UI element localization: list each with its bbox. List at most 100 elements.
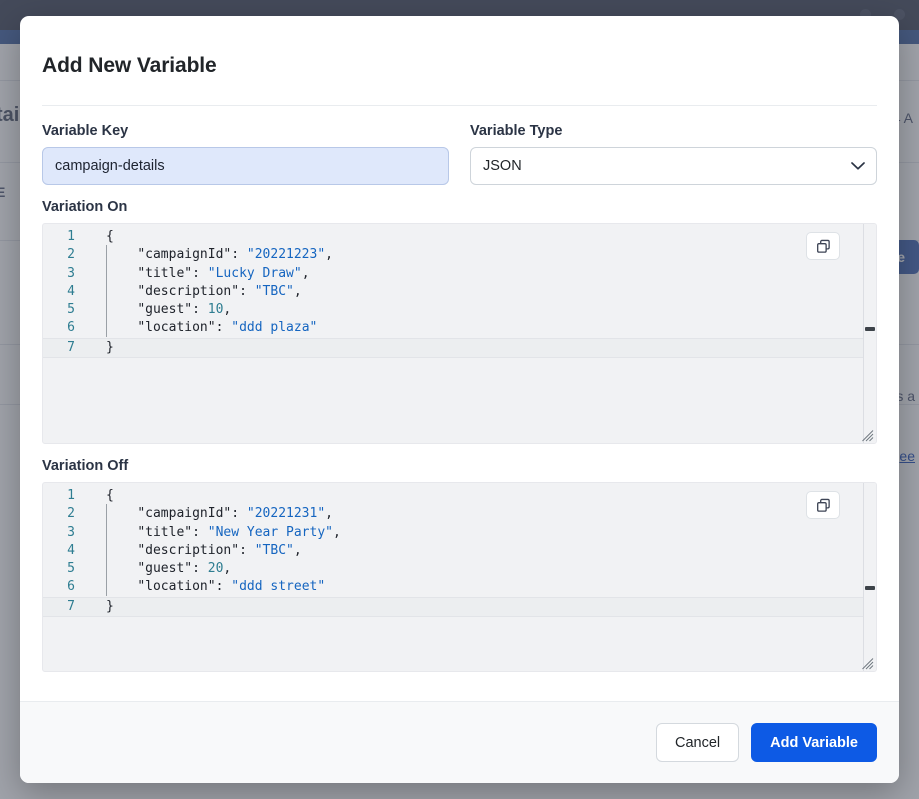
editor-resize-handle[interactable] [862, 657, 874, 669]
token-key: "guest" [137, 561, 192, 576]
copy-icon[interactable] [806, 491, 840, 519]
token-key: "guest" [137, 302, 192, 317]
variable-type-select[interactable] [470, 147, 877, 185]
variation-on-editor[interactable]: 1{2 "campaignId": "20221223",3 "title": … [42, 223, 877, 444]
token-num: 10 [208, 302, 224, 317]
code-text[interactable]: "campaignId": "20221223", [85, 246, 333, 264]
variation-on-code[interactable]: 1{2 "campaignId": "20221223",3 "title": … [43, 224, 876, 443]
code-text[interactable]: "location": "ddd street" [85, 578, 325, 596]
token-pun [106, 302, 137, 317]
token-pun: , [302, 266, 310, 281]
variable-key-input[interactable] [42, 147, 449, 185]
token-pun: : [216, 320, 232, 335]
token-key: "campaignId" [137, 247, 231, 262]
code-line[interactable]: 4 "description": "TBC", [43, 283, 876, 301]
code-text[interactable]: "description": "TBC", [85, 283, 302, 301]
code-line[interactable]: 3 "title": "New Year Party", [43, 524, 876, 542]
token-key: "description" [137, 284, 239, 299]
token-str: "20221231" [247, 506, 325, 521]
token-pun: , [223, 302, 231, 317]
line-number: 2 [43, 246, 85, 264]
token-key: "description" [137, 543, 239, 558]
form-row-top: Variable Key Variable Type [42, 123, 877, 185]
token-pun [106, 506, 137, 521]
code-text[interactable]: { [85, 228, 114, 246]
code-text[interactable]: "location": "ddd plaza" [85, 319, 317, 337]
editor-vertical-scrollbar[interactable] [863, 483, 876, 671]
code-line[interactable]: 3 "title": "Lucky Draw", [43, 265, 876, 283]
code-text[interactable]: "title": "New Year Party", [85, 524, 341, 542]
line-number: 6 [43, 578, 85, 596]
line-number: 1 [43, 487, 85, 505]
token-pun: } [106, 340, 114, 355]
token-pun: : [192, 302, 208, 317]
token-pun: } [106, 599, 114, 614]
variation-on-label: Variation On [42, 199, 877, 215]
token-pun: , [294, 284, 302, 299]
token-pun [106, 320, 137, 335]
editor-vertical-scrollbar[interactable] [863, 224, 876, 443]
code-line[interactable]: 7} [43, 338, 876, 358]
variation-off-code[interactable]: 1{2 "campaignId": "20221231",3 "title": … [43, 483, 876, 671]
token-pun: : [239, 543, 255, 558]
code-line[interactable]: 6 "location": "ddd plaza" [43, 319, 876, 337]
code-line[interactable]: 5 "guest": 20, [43, 560, 876, 578]
token-pun: { [106, 488, 114, 503]
token-pun: : [216, 579, 232, 594]
variable-type-select-wrap [470, 147, 877, 185]
token-pun: : [231, 506, 247, 521]
dialog-footer: Cancel Add Variable [20, 701, 899, 783]
code-line[interactable]: 7} [43, 597, 876, 617]
code-text[interactable]: "description": "TBC", [85, 542, 302, 560]
line-number: 4 [43, 542, 85, 560]
token-pun [106, 266, 137, 281]
token-str: "TBC" [255, 284, 294, 299]
variation-off-section: Variation Off 1{2 "campaignId": "2022123… [42, 458, 877, 672]
token-pun [106, 561, 137, 576]
token-str: "New Year Party" [208, 525, 333, 540]
copy-icon[interactable] [806, 232, 840, 260]
code-text[interactable]: "guest": 20, [85, 560, 231, 578]
code-text[interactable]: "title": "Lucky Draw", [85, 265, 310, 283]
cancel-button[interactable]: Cancel [656, 723, 739, 762]
code-line[interactable]: 5 "guest": 10, [43, 301, 876, 319]
token-str: "Lucky Draw" [208, 266, 302, 281]
token-num: 20 [208, 561, 224, 576]
token-key: "campaignId" [137, 506, 231, 521]
variation-on-section: Variation On 1{2 "campaignId": "20221223… [42, 199, 877, 444]
code-text[interactable]: } [85, 598, 114, 616]
variation-off-label: Variation Off [42, 458, 877, 474]
code-line[interactable]: 6 "location": "ddd street" [43, 578, 876, 596]
code-text[interactable]: } [85, 339, 114, 357]
line-number: 3 [43, 265, 85, 283]
add-variable-button[interactable]: Add Variable [751, 723, 877, 762]
code-line[interactable]: 4 "description": "TBC", [43, 542, 876, 560]
variable-type-field-group: Variable Type [470, 123, 877, 185]
editor-resize-handle[interactable] [862, 429, 874, 441]
token-str: "ddd street" [231, 579, 325, 594]
code-text[interactable]: "guest": 10, [85, 301, 231, 319]
code-line[interactable]: 2 "campaignId": "20221231", [43, 505, 876, 523]
token-pun [106, 284, 137, 299]
token-pun: , [294, 543, 302, 558]
variable-key-field-group: Variable Key [42, 123, 449, 185]
variation-off-editor[interactable]: 1{2 "campaignId": "20221231",3 "title": … [42, 482, 877, 672]
code-line[interactable]: 1{ [43, 228, 876, 246]
token-key: "location" [137, 320, 215, 335]
scrollbar-thumb[interactable] [865, 586, 875, 590]
title-divider [42, 105, 877, 106]
token-pun [106, 525, 137, 540]
line-number: 3 [43, 524, 85, 542]
line-number: 2 [43, 505, 85, 523]
code-line[interactable]: 2 "campaignId": "20221223", [43, 246, 876, 264]
token-key: "location" [137, 579, 215, 594]
add-new-variable-dialog: Add New Variable Variable Key Variable T… [20, 16, 899, 783]
code-line[interactable]: 1{ [43, 487, 876, 505]
token-pun: , [333, 525, 341, 540]
token-pun [106, 247, 137, 262]
scrollbar-thumb[interactable] [865, 327, 875, 331]
variable-type-label: Variable Type [470, 123, 877, 139]
token-pun: , [325, 247, 333, 262]
code-text[interactable]: "campaignId": "20221231", [85, 505, 333, 523]
code-text[interactable]: { [85, 487, 114, 505]
